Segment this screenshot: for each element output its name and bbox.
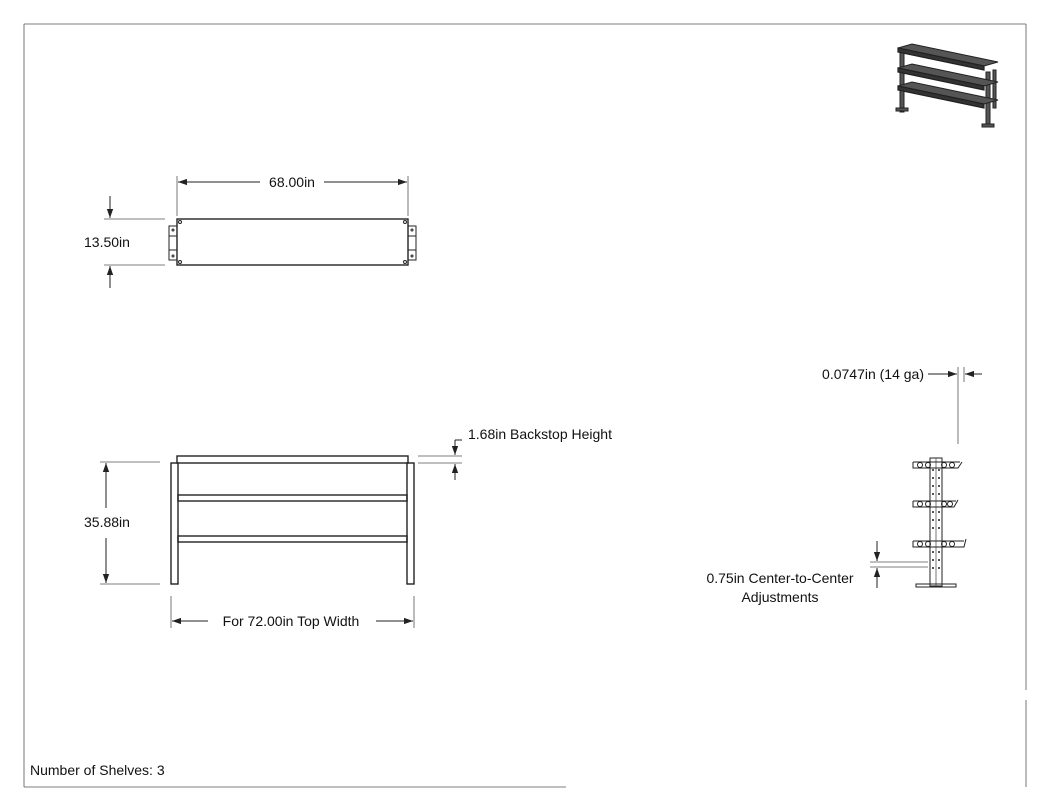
side-view: 0.0747in (14 ga) <box>706 366 982 605</box>
shelves-count: Number of Shelves: 3 <box>30 762 165 778</box>
backstop-height-dimension: 1.68in Backstop Height <box>468 426 612 442</box>
front-view: 35.88in 1.68in Backstop Height For 72.00… <box>84 426 612 629</box>
overall-width-dimension: For 72.00in Top Width <box>223 613 360 629</box>
drawing-border <box>23 23 1027 788</box>
right-bracket-detail <box>403 220 417 264</box>
top-width-dimension: 68.00in <box>269 174 315 190</box>
adjustment-dimension-line2: Adjustments <box>741 589 818 605</box>
gauge-dimension: 0.0747in (14 ga) <box>822 366 924 382</box>
height-dimension: 35.88in <box>84 514 130 530</box>
depth-dimension: 13.50in <box>84 234 130 250</box>
top-view: 68.00in 13.50in <box>84 174 417 288</box>
adjustment-dimension-line1: 0.75in Center-to-Center <box>706 570 853 586</box>
left-bracket-detail <box>168 220 182 264</box>
isometric-shelf-thumbnail <box>895 43 999 128</box>
